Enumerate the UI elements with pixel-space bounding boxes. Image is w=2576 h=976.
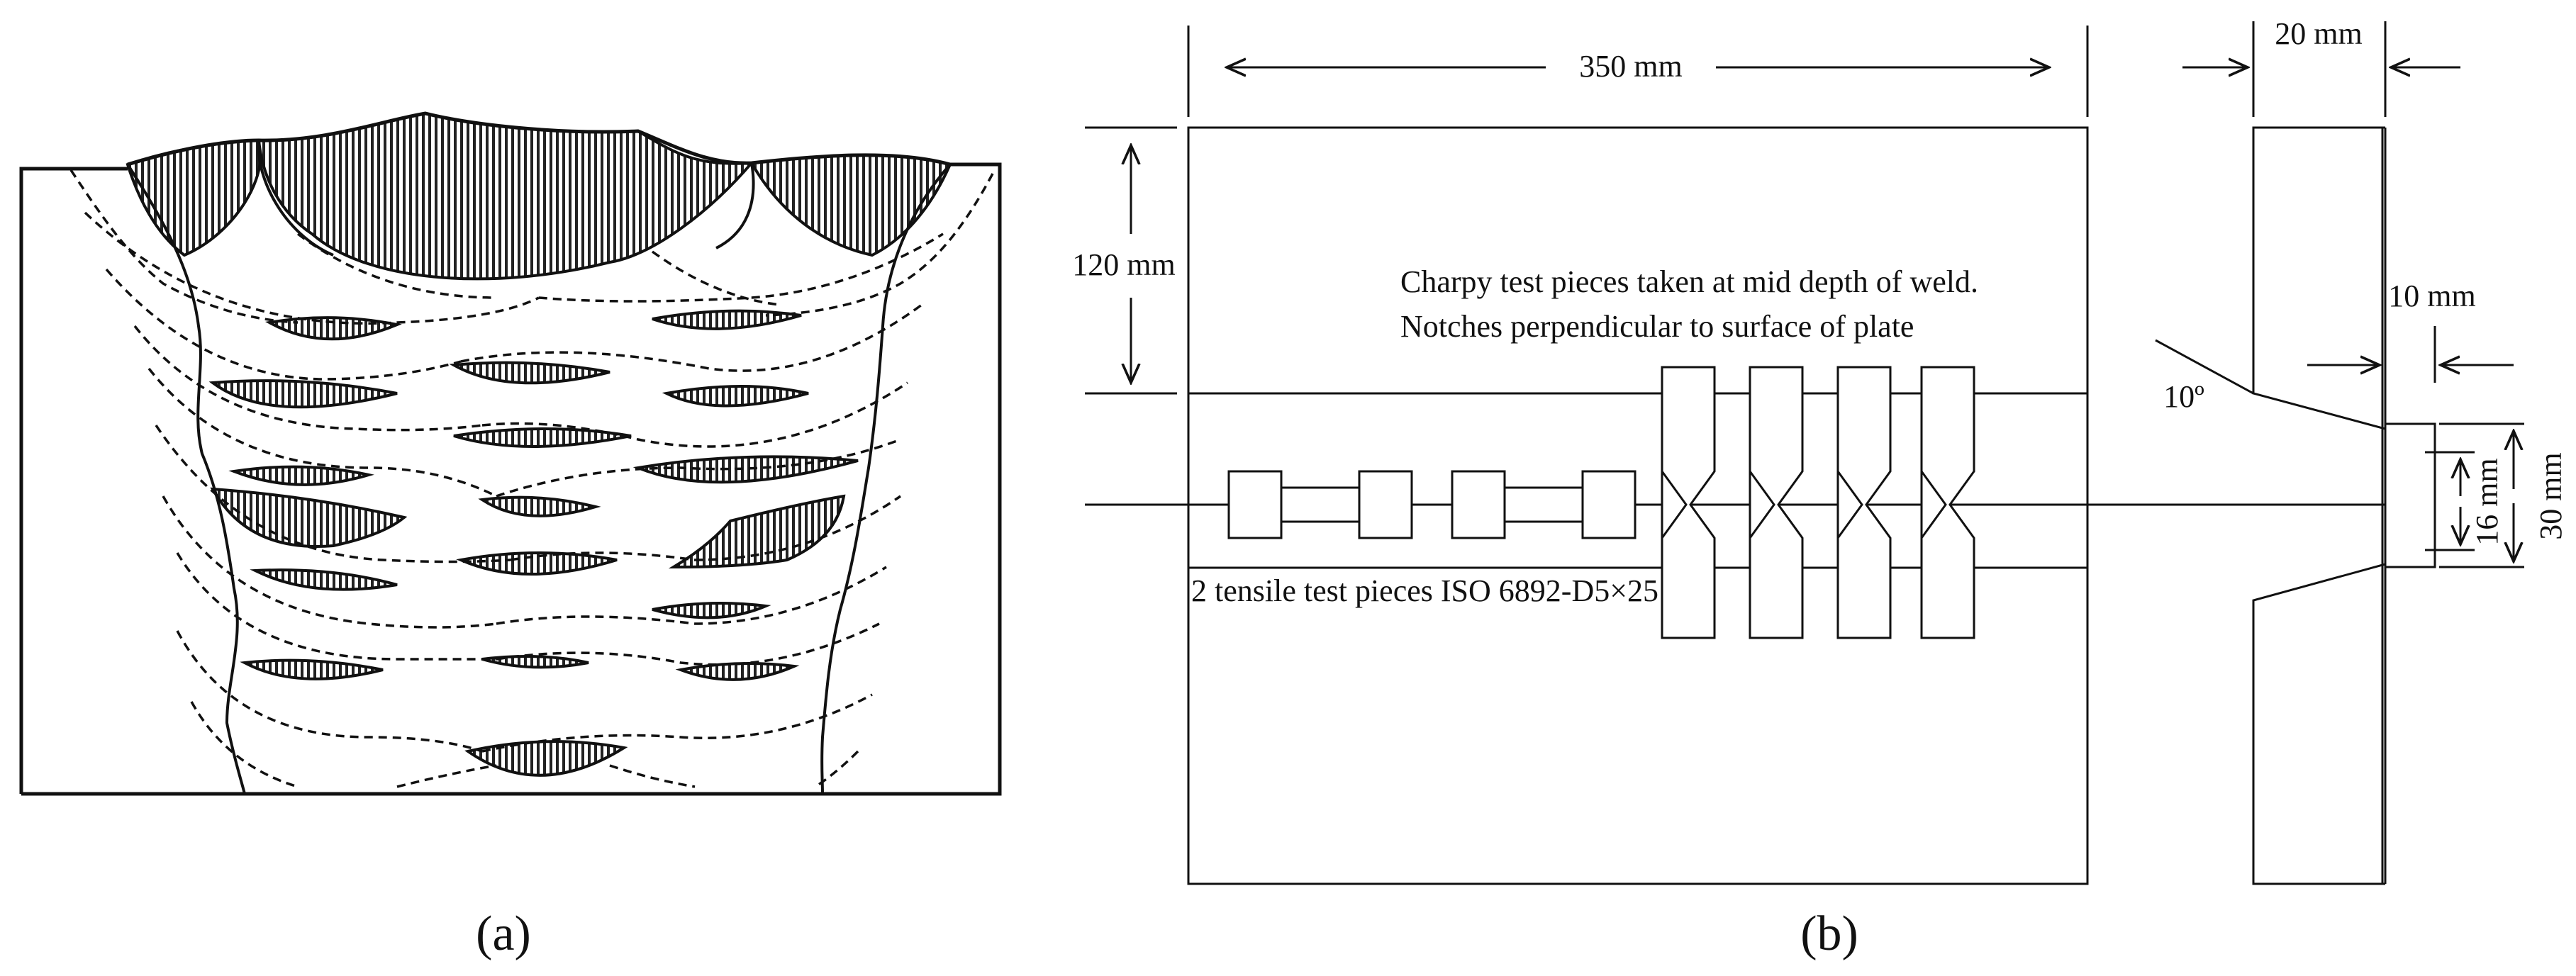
bead-boundaries [69, 169, 994, 788]
charpy-note-line1: Charpy test pieces taken at mid depth of… [1400, 264, 1978, 299]
fusion-line-right [820, 163, 952, 795]
interpass-region [652, 602, 771, 619]
charpy-piece-1 [1661, 366, 1716, 639]
dim-thickness-label: 20 mm [2275, 16, 2362, 51]
plate-dimensions [1085, 26, 2089, 395]
interpass-region [662, 385, 809, 408]
dim-root-face-label: 10 mm [2388, 279, 2475, 313]
dim-width-label: 120 mm [1072, 247, 1175, 282]
dim-length-label: 350 mm [1579, 49, 1682, 84]
plate-outline [19, 162, 1002, 796]
interpass-region [453, 427, 632, 448]
interpass-region [632, 455, 859, 484]
interpass-region [668, 494, 846, 569]
interpass-region [652, 309, 802, 330]
dim-gap-outer-label: 30 mm [2533, 452, 2568, 539]
joint-cross-section [2155, 21, 2524, 885]
dim-angle-label: 10º [2163, 379, 2204, 414]
panel-a-caption: (a) [476, 907, 531, 961]
root-gap [2384, 422, 2436, 568]
tensile-note: 2 tensile test pieces ISO 6892-D5×25 [1191, 573, 1658, 608]
interpass-region [478, 495, 601, 517]
weld-cross-section [19, 111, 1002, 796]
interpass-region [240, 658, 384, 680]
tensile-piece-2 [1451, 470, 1637, 539]
interpass-region [456, 551, 618, 576]
interpass-region [228, 465, 374, 486]
charpy-note-line2: Notches perpendicular to surface of plat… [1400, 309, 1914, 344]
interpass-region [250, 568, 398, 591]
plate-section-left [2252, 126, 2387, 885]
fusion-line-left [126, 163, 246, 795]
interpass-region [210, 487, 408, 548]
plate-plan-view [1085, 126, 2432, 885]
charpy-piece-4 [1920, 366, 1975, 639]
interpass-region [208, 379, 398, 409]
charpy-notches [1661, 471, 1947, 539]
interpass-region [464, 740, 628, 777]
interpass-region [449, 361, 610, 385]
tensile-piece-1 [1227, 470, 1413, 539]
charpy-piece-2 [1749, 366, 1804, 639]
interpass-region [675, 662, 800, 681]
interpass-region [265, 316, 402, 341]
charpy-piece-3 [1836, 366, 1892, 639]
dim-gap-inner-label: 16 mm [2470, 458, 2504, 545]
panel-b-caption: (b) [1800, 907, 1858, 961]
